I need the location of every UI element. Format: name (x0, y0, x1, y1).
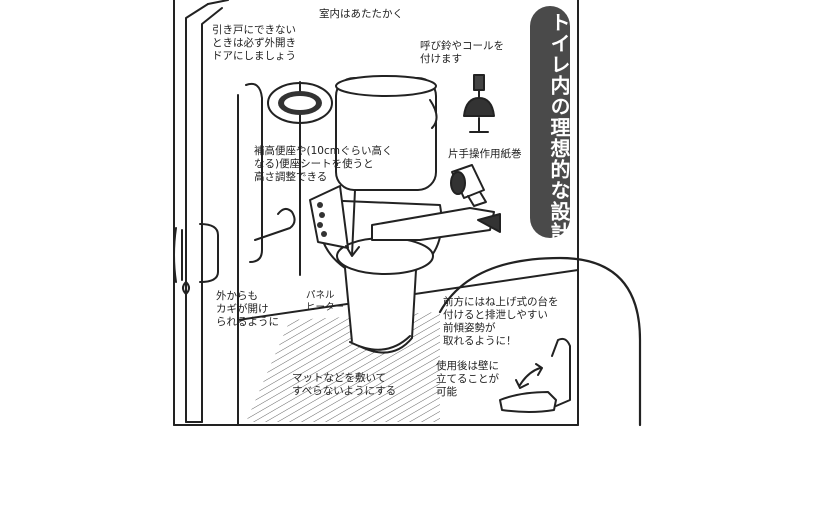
room-frame (173, 0, 579, 426)
wall-window (267, 82, 333, 124)
label-mat: マットなどを敷いて すべらないようにする (292, 372, 397, 397)
door-handle (173, 223, 219, 283)
door-lock-icon (182, 281, 190, 295)
label-room-warm: 室内はあたたかく (319, 8, 403, 20)
toilet (309, 75, 501, 354)
door (185, 0, 229, 423)
label-seat: 補高便座や(10cmぐらい高く なる)便座シートを使うと 高さ調整できる (254, 145, 393, 183)
label-lock: 外からも カギが開け られるように (216, 290, 279, 328)
highlight-circle (438, 256, 642, 427)
label-heater: パネル ヒーター (306, 290, 345, 313)
label-table: 前方にはね上げ式の台を 付けると排泄しやすい 前傾姿勢が 取れるように！ (443, 296, 559, 347)
page-title: トイレ内の理想的な設計 (547, 12, 571, 243)
label-after-use: 使用後は壁に 立てることが 可能 (436, 360, 499, 398)
label-bell: 呼び鈴やコールを 付けます (420, 40, 504, 65)
fold-up-table-sketch (499, 337, 571, 413)
call-bell-icon (463, 74, 495, 133)
grab-bar-vertical (245, 82, 263, 263)
rotate-arrow-icon (515, 363, 543, 389)
pointer-arrow-seat (345, 189, 360, 257)
grab-bar-l (254, 208, 296, 241)
paper-holder-icon (450, 164, 487, 207)
seat-controls-icon (317, 202, 327, 237)
label-door: 引き戸にできない ときは必ず外開き ドアにしましょう (212, 24, 296, 62)
label-paper: 片手操作用紙巻 (448, 148, 522, 160)
title-badge (530, 6, 570, 238)
